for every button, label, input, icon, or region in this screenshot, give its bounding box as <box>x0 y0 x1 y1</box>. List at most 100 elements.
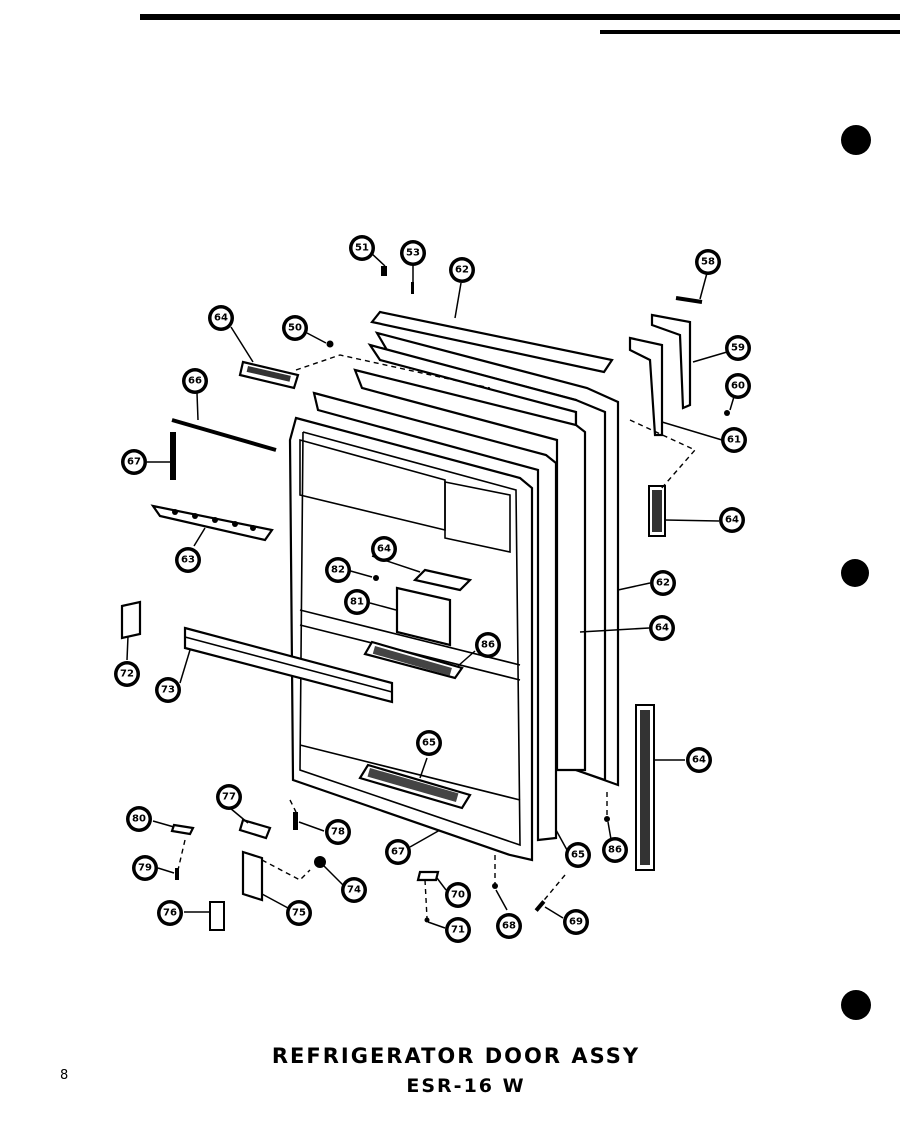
inner-liner <box>288 416 534 862</box>
door-rail-edge <box>184 636 393 693</box>
screw-51 <box>381 266 387 276</box>
callout-81: 81 <box>344 589 370 615</box>
assembly-line <box>261 859 311 881</box>
screw-50 <box>326 340 334 348</box>
callout-64-gasket: 64 <box>649 615 675 641</box>
assembly-line <box>177 839 186 871</box>
stop-70 <box>416 870 440 882</box>
callout-78: 78 <box>325 819 351 845</box>
screw-69 <box>534 900 546 912</box>
callout-66: 66 <box>182 368 208 394</box>
svg-text:60: 60 <box>731 381 745 392</box>
svg-text:64: 64 <box>692 755 706 766</box>
bracket-rod-66 <box>171 418 277 452</box>
svg-text:64: 64 <box>655 623 669 634</box>
callout-62-top: 62 <box>449 257 475 283</box>
callout-60: 60 <box>725 373 751 399</box>
svg-text:76: 76 <box>163 908 177 919</box>
svg-text:74: 74 <box>347 885 361 896</box>
assembly-line <box>289 799 297 813</box>
callout-82: 82 <box>325 557 351 583</box>
callout-79: 79 <box>132 855 158 881</box>
svg-text:77: 77 <box>222 792 236 803</box>
callout-50: 50 <box>282 315 308 341</box>
dairy-door <box>395 586 452 647</box>
callout-64-long-gasket: 64 <box>686 747 712 773</box>
svg-text:79: 79 <box>138 863 152 874</box>
clip-80 <box>170 823 195 836</box>
callout-64-right-upper: 64 <box>719 507 745 533</box>
hinge-cover-texture <box>246 366 291 382</box>
callout-86-upper-bin: 86 <box>475 632 501 658</box>
svg-text:59: 59 <box>731 343 745 354</box>
svg-text:64: 64 <box>725 515 739 526</box>
svg-text:86: 86 <box>608 845 622 856</box>
callout-65-lower-bin: 65 <box>416 730 442 756</box>
support-strip-67 <box>170 432 176 480</box>
hinge-bracket-75 <box>241 850 264 902</box>
svg-text:66: 66 <box>188 376 202 387</box>
egg-tray-dots <box>172 509 256 531</box>
svg-text:78: 78 <box>331 827 345 838</box>
hinge-pin-58 <box>675 296 703 304</box>
callout-73: 73 <box>155 677 181 703</box>
plug-68 <box>492 883 498 889</box>
svg-text:81: 81 <box>350 597 364 608</box>
callout-76: 76 <box>157 900 183 926</box>
callout-75: 75 <box>286 900 312 926</box>
hinge-pin-78 <box>293 812 298 830</box>
scan-edge-top <box>140 14 900 20</box>
egg-tray-63 <box>150 504 274 542</box>
svg-text:64: 64 <box>214 313 228 324</box>
page-number: 8 <box>60 1068 69 1083</box>
hinge-bracket-59 <box>628 336 664 437</box>
callout-72: 72 <box>114 661 140 687</box>
svg-text:62: 62 <box>455 265 469 276</box>
callout-67-liner: 67 <box>385 839 411 865</box>
screw-71 <box>424 917 430 923</box>
butter-tray <box>412 568 473 592</box>
svg-text:75: 75 <box>292 908 306 919</box>
inner-liner-edge <box>299 431 521 847</box>
model-number: ESR-16 W <box>406 1075 526 1097</box>
svg-text:65: 65 <box>422 738 436 749</box>
door-gasket <box>353 368 587 772</box>
callout-53: 53 <box>400 240 426 266</box>
svg-text:86: 86 <box>481 640 495 651</box>
callout-51: 51 <box>349 235 375 261</box>
punch-hole <box>841 559 869 587</box>
callout-86-plug: 86 <box>602 837 628 863</box>
callout-59: 59 <box>725 335 751 361</box>
callout-65-frame: 65 <box>565 842 591 868</box>
small-screw-82 <box>373 575 379 581</box>
plug-86 <box>604 816 610 822</box>
svg-text:50: 50 <box>288 323 302 334</box>
hinge-plate-77 <box>238 818 272 840</box>
svg-text:70: 70 <box>451 890 465 901</box>
liner-frame <box>312 391 558 842</box>
svg-text:63: 63 <box>181 555 195 566</box>
callout-63: 63 <box>175 547 201 573</box>
callout-64-butter-tray: 64 <box>371 536 397 562</box>
callout-69: 69 <box>563 909 589 935</box>
callout-77: 77 <box>216 784 242 810</box>
callout-80: 80 <box>126 806 152 832</box>
svg-text:80: 80 <box>132 814 146 825</box>
gasket-long-right-texture <box>640 710 650 865</box>
liner-dairy-box <box>444 481 511 553</box>
svg-text:65: 65 <box>571 850 585 861</box>
callout-58: 58 <box>695 249 721 275</box>
diagram-title: REFRIGERATOR DOOR ASSY <box>271 1044 641 1068</box>
svg-text:73: 73 <box>161 685 175 696</box>
svg-text:68: 68 <box>502 921 516 932</box>
hinge-bracket-59b <box>650 313 692 410</box>
svg-text:72: 72 <box>120 669 134 680</box>
callout-70: 70 <box>445 882 471 908</box>
callout-61: 61 <box>721 427 747 453</box>
callout-74: 74 <box>341 877 367 903</box>
assembly-line <box>539 874 566 906</box>
screw-60 <box>724 410 730 416</box>
svg-text:69: 69 <box>569 917 583 928</box>
